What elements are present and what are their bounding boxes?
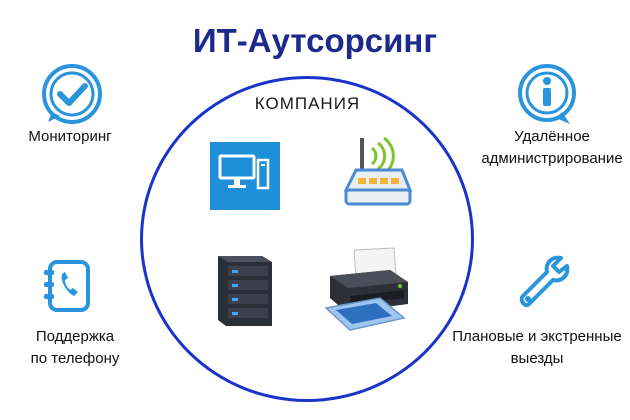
company-circle xyxy=(140,76,474,402)
router-icon xyxy=(343,136,413,206)
server-icon xyxy=(218,256,272,326)
feature-phone-support-label: Поддержка по телефону xyxy=(30,328,120,367)
page-title: ИТ-Аутсорсинг xyxy=(192,22,438,59)
company-label: КОМПАНИЯ xyxy=(254,94,361,113)
printer-icon xyxy=(324,247,408,331)
phone-book-icon xyxy=(44,260,90,312)
feature-remote-admin-label: Удалённое администрирование xyxy=(481,128,623,167)
feature-monitoring-label: Мониторинг xyxy=(28,128,112,145)
monitor-icon xyxy=(210,142,280,210)
checkmark-bubble-icon xyxy=(42,64,102,124)
info-bubble-icon xyxy=(518,64,576,124)
feature-visits-label: Плановые и экстренные выезды xyxy=(452,328,622,367)
wrench-icon xyxy=(519,255,570,307)
